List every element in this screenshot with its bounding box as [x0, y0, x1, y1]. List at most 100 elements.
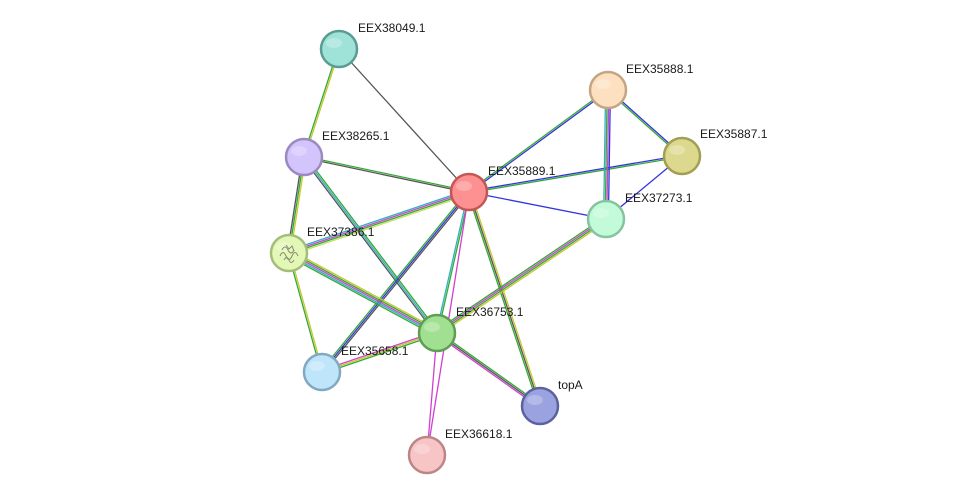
edge-strand: [289, 251, 439, 333]
edges-layer: [286, 48, 683, 456]
node-label: EEX35887.1: [700, 127, 768, 141]
edge-strand: [426, 332, 438, 456]
edge-eex35889-1-topa[interactable]: [466, 191, 543, 407]
node-highlight: [414, 444, 430, 454]
node-label: EEX37386.1: [307, 225, 375, 239]
node-label: EEX35658.1: [341, 344, 409, 358]
edge-strand: [468, 88, 608, 192]
edge-eex36753-1-topa[interactable]: [435, 331, 542, 408]
edge-strand: [466, 192, 540, 407]
node-highlight: [593, 208, 609, 218]
edge-strand: [302, 157, 437, 335]
node-eex38049-1[interactable]: EEX38049.1: [319, 21, 426, 69]
edge-strand: [321, 330, 437, 372]
edge-strand: [606, 90, 610, 220]
edge-eex38049-1-eex35889-1[interactable]: [338, 48, 470, 193]
edge-strand: [288, 252, 438, 334]
node-highlight: [456, 181, 472, 191]
edge-strand: [604, 89, 608, 219]
node-circle[interactable]: [449, 172, 489, 212]
edge-strand: [287, 255, 436, 337]
edge-strand: [437, 219, 607, 335]
node-circle[interactable]: [284, 137, 324, 177]
node-eex35889-1[interactable]: EEX35889.1: [449, 164, 556, 212]
edge-strand: [290, 249, 439, 331]
node-circle[interactable]: [417, 313, 457, 353]
protein-structure-icon: [279, 244, 299, 263]
node-highlight: [595, 79, 611, 89]
edge-strand: [289, 192, 470, 255]
node-circle[interactable]: [588, 70, 628, 110]
edge-eex36753-1-eex36618-1[interactable]: [426, 332, 438, 456]
node-label: EEX35888.1: [626, 62, 694, 76]
node-eex36753-1[interactable]: EEX36753.1: [417, 305, 524, 353]
node-topa[interactable]: topA: [520, 378, 583, 426]
node-highlight: [309, 361, 325, 371]
edge-strand: [288, 189, 469, 252]
node-eex35888-1[interactable]: EEX35888.1: [588, 62, 694, 110]
node-highlight: [424, 322, 440, 332]
node-highlight: [291, 146, 307, 156]
node-highlight: [326, 38, 342, 48]
node-label: EEX37273.1: [625, 191, 693, 205]
node-eex35887-1[interactable]: EEX35887.1: [662, 127, 768, 176]
edge-eex37273-1-eex36753-1[interactable]: [435, 216, 608, 336]
edge-strand: [322, 333, 438, 375]
edge-strand: [437, 220, 608, 336]
node-circle[interactable]: [586, 199, 626, 239]
edge-eex38265-1-eex36753-1[interactable]: [302, 155, 439, 335]
edge-strand: [320, 190, 469, 372]
edge-strand: [607, 90, 612, 220]
edge-strand: [435, 333, 540, 408]
node-eex35658-1[interactable]: EEX35658.1: [302, 344, 409, 392]
edge-strand: [288, 190, 469, 253]
node-eex37386-1[interactable]: EEX37386.1: [269, 225, 375, 273]
edge-eex37386-1-eex35658-1[interactable]: [287, 252, 324, 373]
edge-eex35888-1-eex37273-1[interactable]: [602, 89, 612, 220]
edge-strand: [437, 192, 471, 334]
edge-strand: [469, 90, 609, 194]
edge-eex35889-1-eex37386-1[interactable]: [288, 189, 470, 256]
edge-eex35889-1-eex35658-1[interactable]: [320, 190, 471, 374]
edge-strand: [468, 154, 682, 192]
node-label: EEX38265.1: [322, 129, 390, 143]
edge-eex35889-1-eex35887-1[interactable]: [468, 154, 683, 194]
edge-strand: [436, 217, 606, 333]
node-circle[interactable]: [319, 29, 359, 69]
edge-strand: [321, 191, 470, 373]
edge-strand: [468, 191, 541, 407]
edge-strand: [287, 253, 322, 373]
edge-strand: [468, 191, 607, 220]
node-eex37273-1[interactable]: EEX37273.1: [586, 191, 693, 239]
node-circle[interactable]: [407, 435, 447, 475]
node-highlight: [527, 395, 543, 405]
node-eex36618-1[interactable]: EEX36618.1: [407, 427, 513, 475]
edge-eex35889-1-eex35888-1[interactable]: [468, 88, 609, 194]
edge-eex35889-1-eex36753-1[interactable]: [435, 191, 471, 334]
edge-strand: [303, 156, 438, 334]
edge-strand: [437, 331, 542, 406]
edge-eex38265-1-eex35889-1[interactable]: [303, 155, 470, 194]
edge-strand: [469, 191, 543, 406]
node-circle[interactable]: [520, 386, 560, 426]
node-circle[interactable]: [302, 352, 342, 392]
edge-strand: [303, 157, 469, 194]
edge-strand: [436, 332, 541, 407]
edge-strand: [322, 192, 471, 374]
edge-strand: [289, 252, 324, 372]
edge-eex35889-1-eex37273-1[interactable]: [468, 191, 607, 220]
node-eex38265-1[interactable]: EEX38265.1: [284, 129, 390, 177]
node-label: EEX35889.1: [488, 164, 556, 178]
node-label: EEX38049.1: [358, 21, 426, 35]
edge-eex37386-1-eex36753-1[interactable]: [287, 249, 439, 337]
edge-strand: [435, 216, 606, 332]
edge-strand: [469, 156, 683, 194]
node-label: topA: [558, 378, 583, 392]
edge-eex36753-1-eex35658-1[interactable]: [321, 330, 438, 375]
edge-strand: [289, 193, 470, 256]
node-circle[interactable]: [662, 136, 702, 176]
node-circle[interactable]: [269, 233, 309, 273]
node-highlight: [669, 145, 685, 155]
